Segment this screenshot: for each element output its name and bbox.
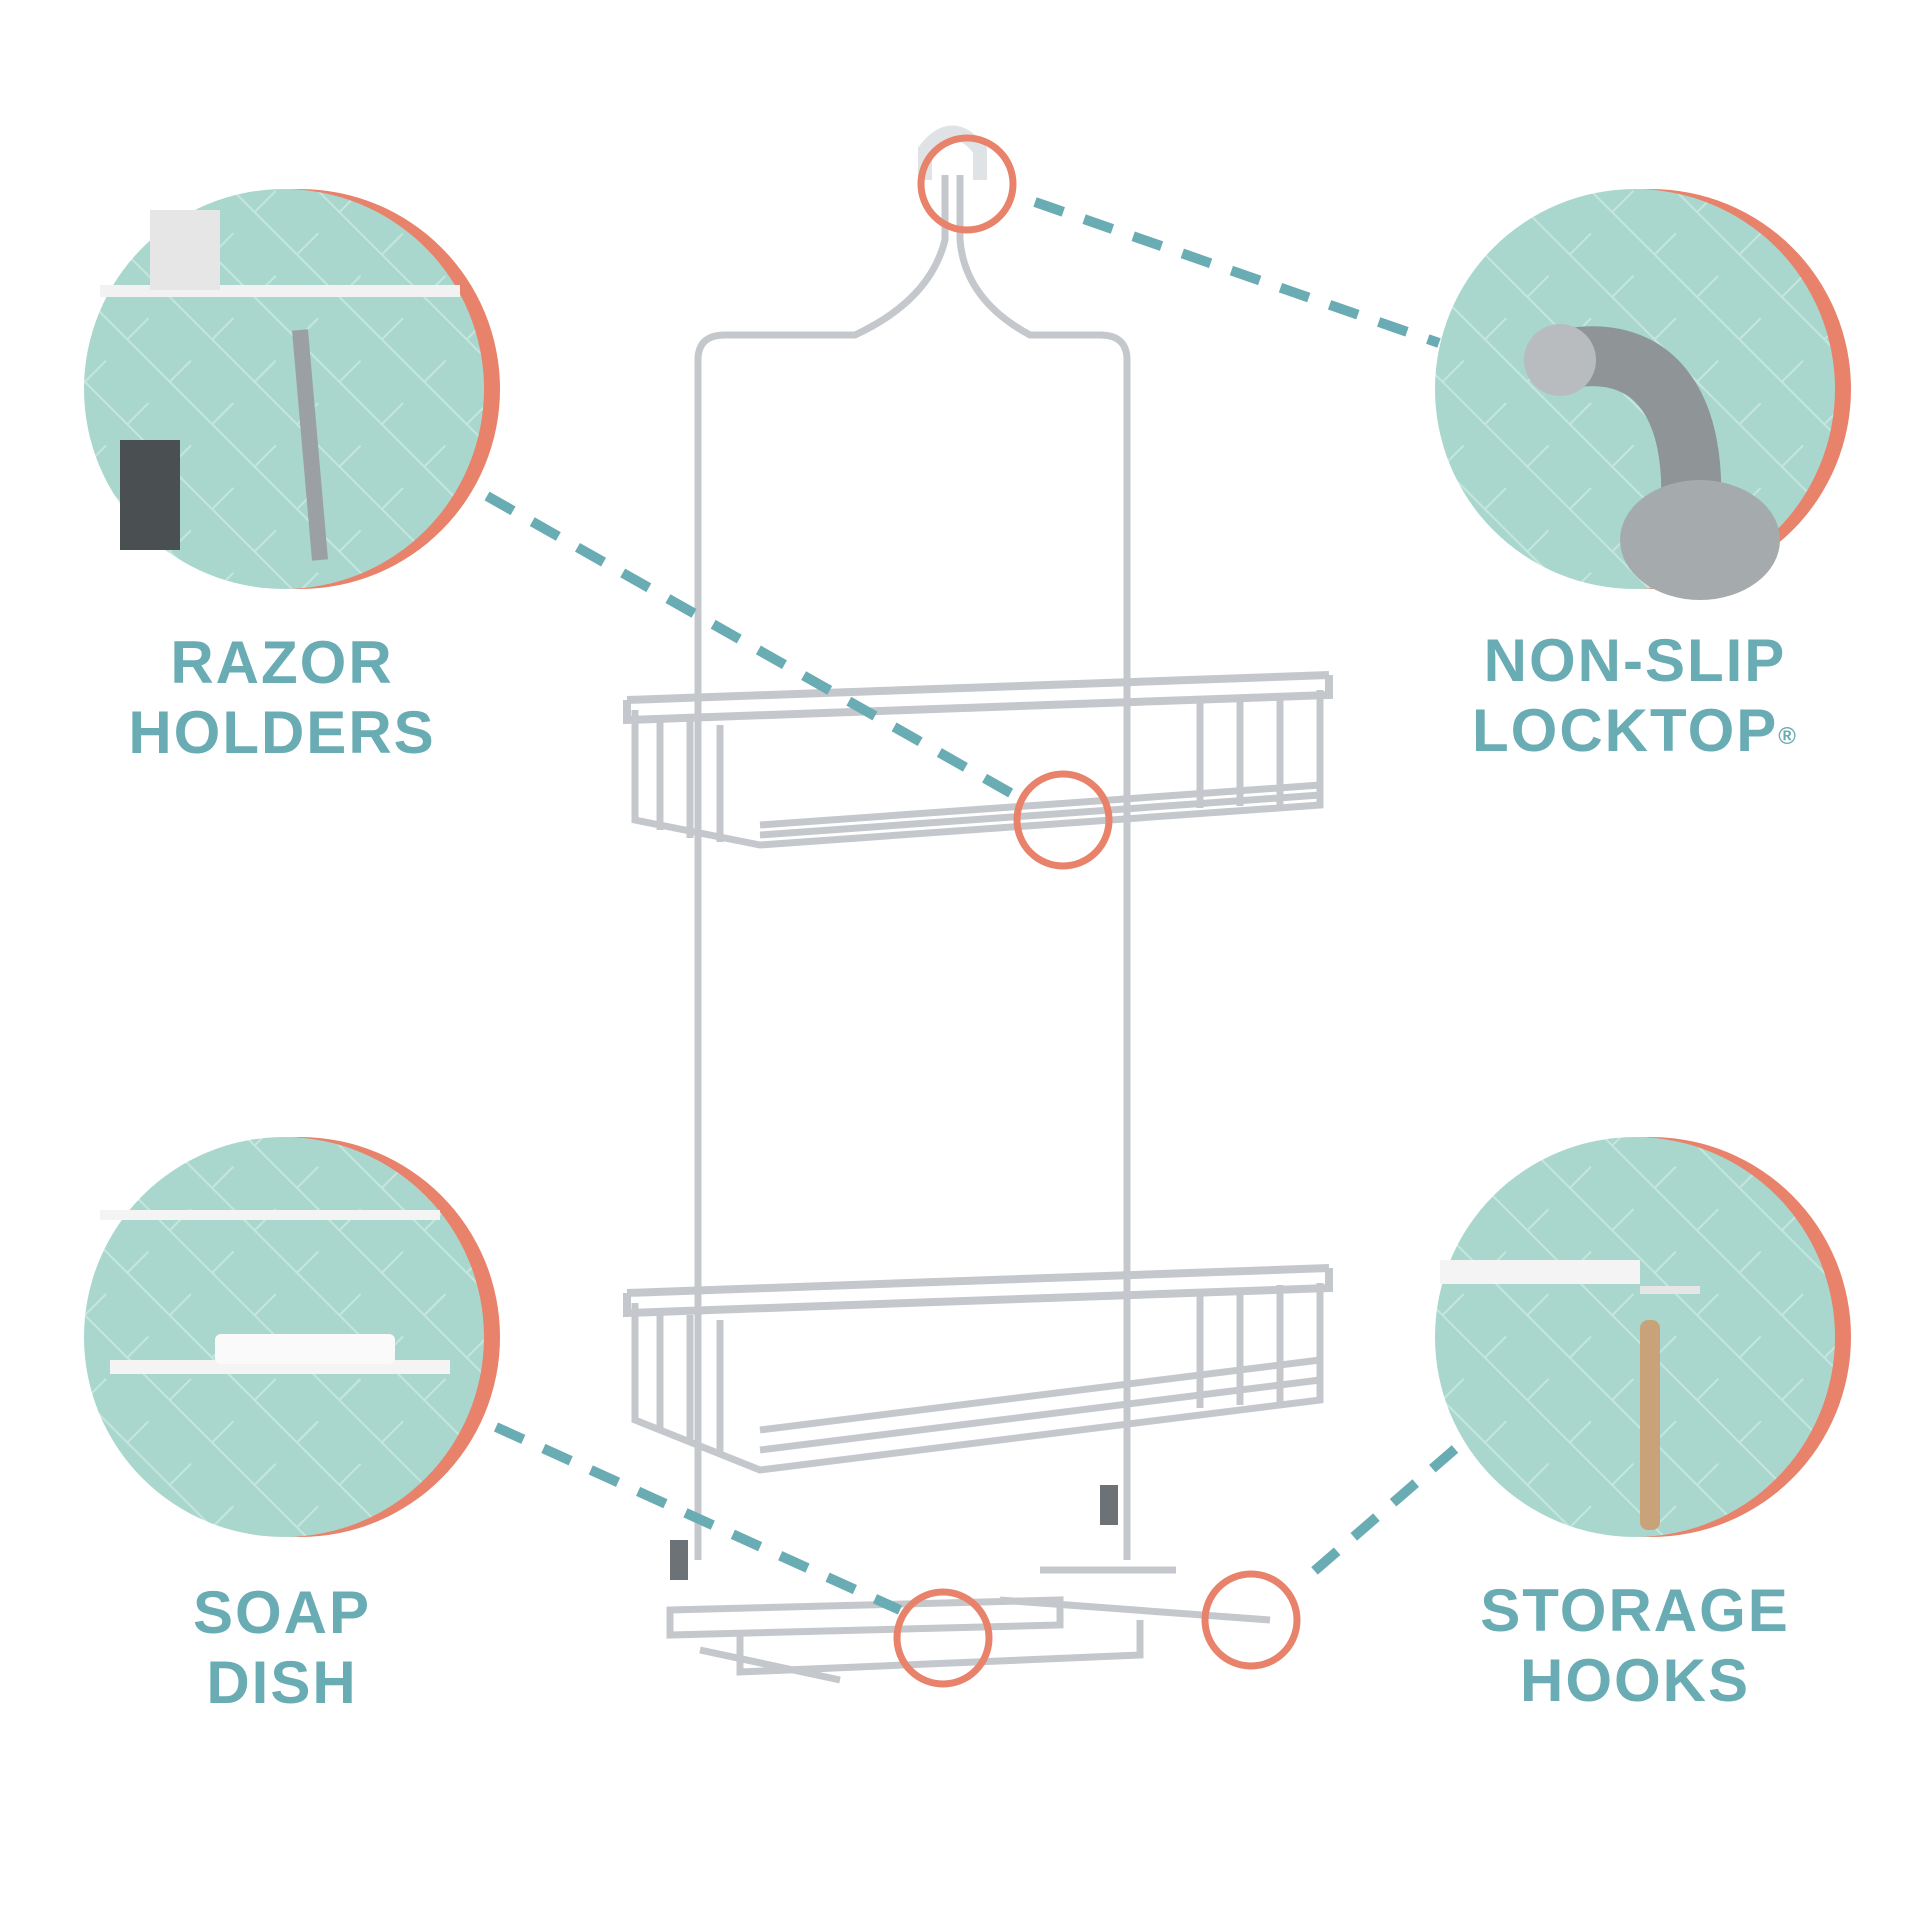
label-line: SOAP [192,1579,372,1646]
razor-ring [1013,770,1113,870]
soap-dish [666,1566,1271,1684]
storage-hooks-label: STORAGE HOOKS [1375,1576,1895,1716]
label-line: RAZOR [170,629,394,696]
soap-dish-label: SOAP DISH [22,1578,542,1718]
locktop-ring [917,134,1017,234]
soap-leader [493,1422,903,1615]
label-line: HOLDERS [128,699,436,766]
callout-rings [893,134,1301,1688]
locktop-leader [1033,197,1441,348]
hooks-ring [1201,1570,1301,1670]
middle-basket [623,1264,1333,1474]
registered-mark: ® [1778,723,1798,750]
label-line: DISH [206,1649,358,1716]
hooks-detail-circle [1435,1137,1851,1537]
locktop-detail-circle [1435,189,1851,600]
label-line: HOOKS [1519,1647,1751,1714]
top-basket [623,671,1333,849]
shower-caddy [623,125,1333,1684]
soap-detail-circle [84,1137,500,1537]
razor-holders-label: RAZOR HOLDERS [22,628,542,768]
label-line: NON-SLIP [1483,627,1787,694]
leader-lines [484,197,1459,1615]
hooks-leader [1300,1445,1459,1584]
label-line: STORAGE [1480,1577,1790,1644]
razor-detail-circle [84,189,500,589]
locktop-label: NON-SLIP LOCKTOP® [1375,626,1895,766]
label-line: LOCKTOP [1472,697,1779,764]
razor-leader [484,491,1019,801]
soap-ring [893,1588,993,1688]
